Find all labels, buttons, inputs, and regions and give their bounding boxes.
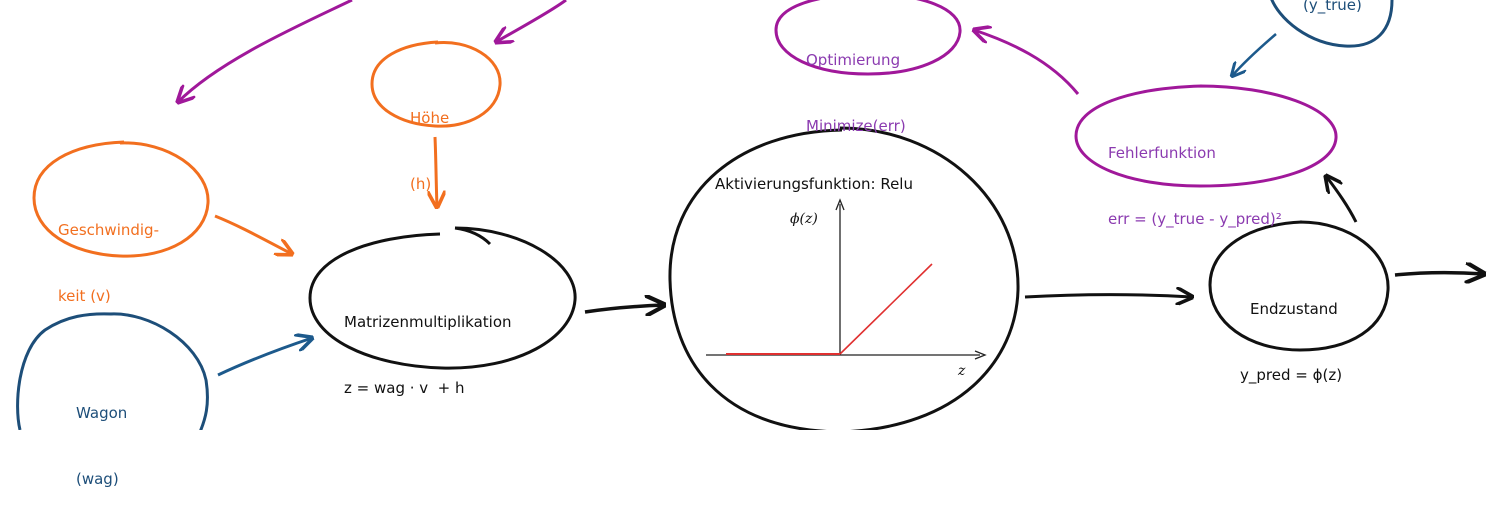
optimierung-label-line1: Optimierung (806, 51, 901, 69)
matmul-label: Matrizenmultiplikation z = wag · v + h (344, 267, 512, 421)
arrow-wagon-to-matmul (217, 338, 312, 377)
geschwindigkeit-label-line1: Geschwindig- (58, 221, 159, 239)
optimierung-label: Optimierung Minimize(err) (806, 5, 906, 159)
wagon-node-bubble (16, 312, 209, 430)
fehler-node-bubble (1074, 84, 1338, 188)
arrow-hoehe-to-matmul (435, 136, 437, 207)
ytrue-node-bubble (1270, 0, 1394, 48)
hoehe-label-line1: Höhe (410, 109, 450, 127)
wagon-label-line1: Wagon (76, 404, 128, 422)
endzustand-label-line1: Endzustand (1250, 300, 1338, 318)
diagram-canvas (16, 0, 1500, 430)
optimierung-label-line2: Minimize(err) (806, 117, 906, 135)
ytrue-label: (y_true) (1303, 0, 1362, 14)
matmul-node-bubble (308, 226, 577, 370)
endzustand-label: Endzustand y_pred = ϕ(z) (1240, 254, 1342, 408)
arrow-activation-to-endzustand (1024, 295, 1192, 297)
geschwindigkeit-label-line2: keit (v) (58, 287, 111, 305)
optimierung-node-bubble (774, 0, 962, 76)
arrow-fehler-to-optimierung (974, 30, 1080, 95)
relu-y-axis-arrowhead (835, 198, 845, 211)
arrow-top-left (178, 0, 353, 102)
geschwindigkeit-node-bubble (32, 140, 210, 258)
hoehe-label-line2: (h) (410, 175, 432, 193)
matmul-label-line1: Matrizenmultiplikation (344, 313, 512, 331)
arrow-endzustand-to-output (1394, 273, 1484, 275)
fehler-label-line1: Fehlerfunktion (1108, 144, 1216, 162)
arrow-matmul-to-activation (584, 305, 664, 312)
activation-node-bubble (668, 126, 1020, 430)
fehler-label: Fehlerfunktion err = (y_true - y_pred)² (1108, 98, 1282, 252)
hoehe-node-bubble (370, 40, 502, 128)
activation-title: Aktivierungsfunktion: Relu (715, 175, 913, 193)
matmul-label-line2: z = wag · v + h (344, 379, 465, 397)
relu-y-axis-label: ϕ(z) (790, 211, 818, 227)
hoehe-label: Höhe (h) (410, 63, 449, 217)
arrow-geschwindigkeit-to-matmul (214, 214, 292, 254)
wagon-label-line2: (wag) (76, 470, 119, 488)
fehler-label-line2: err = (y_true - y_pred)² (1108, 210, 1282, 228)
arrow-ytrue-to-fehler (1232, 33, 1277, 76)
arrow-endzustand-to-fehler (1326, 176, 1358, 223)
endzustand-node-bubble (1208, 220, 1390, 352)
relu-x-axis-label: z (958, 363, 966, 379)
arrow-top-to-hoehe (496, 0, 567, 42)
relu-line-positive (839, 263, 933, 355)
relu-x-axis-arrowhead (974, 350, 987, 360)
endzustand-label-line2: y_pred = ϕ(z) (1240, 366, 1343, 384)
wagon-label: Wagon (wag) (76, 358, 127, 512)
geschwindigkeit-label: Geschwindig- keit (v) (58, 175, 159, 329)
